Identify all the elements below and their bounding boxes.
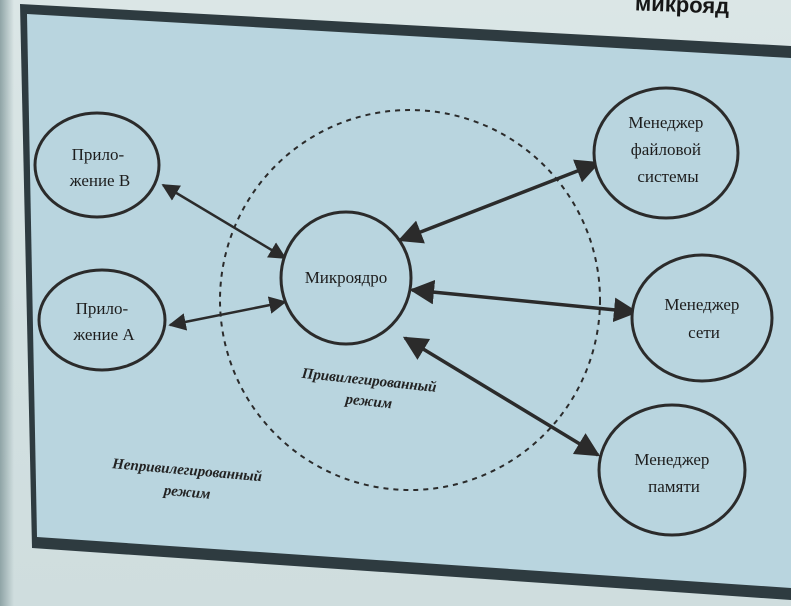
mem-manager-label: Менеджер памяти (634, 450, 713, 496)
net-manager-node (630, 253, 774, 383)
arrow-microkernel-to-net-manager (409, 279, 639, 323)
app-b-label: Прило- жение В (69, 145, 130, 190)
arrow-app-a-to-microkernel (168, 296, 287, 331)
app-b-node (33, 111, 161, 219)
microkernel-node (279, 210, 413, 346)
mem-manager-node (597, 403, 747, 537)
arrow-microkernel-to-mem-manager (402, 336, 601, 457)
screen-edge-shadow (0, 0, 14, 606)
net-manager-label: Менеджер сети (664, 295, 743, 342)
app-a-label: Прило- жение А (72, 299, 135, 344)
arrow-microkernel-to-fs-manager (397, 159, 601, 244)
app-a-node (37, 268, 167, 372)
microkernel-label: Микроядро (305, 268, 388, 287)
arrow-app-b-to-microkernel (161, 183, 287, 260)
fs-manager-label: Менеджер файловой системы (628, 113, 707, 186)
fs-manager-node (592, 86, 740, 220)
